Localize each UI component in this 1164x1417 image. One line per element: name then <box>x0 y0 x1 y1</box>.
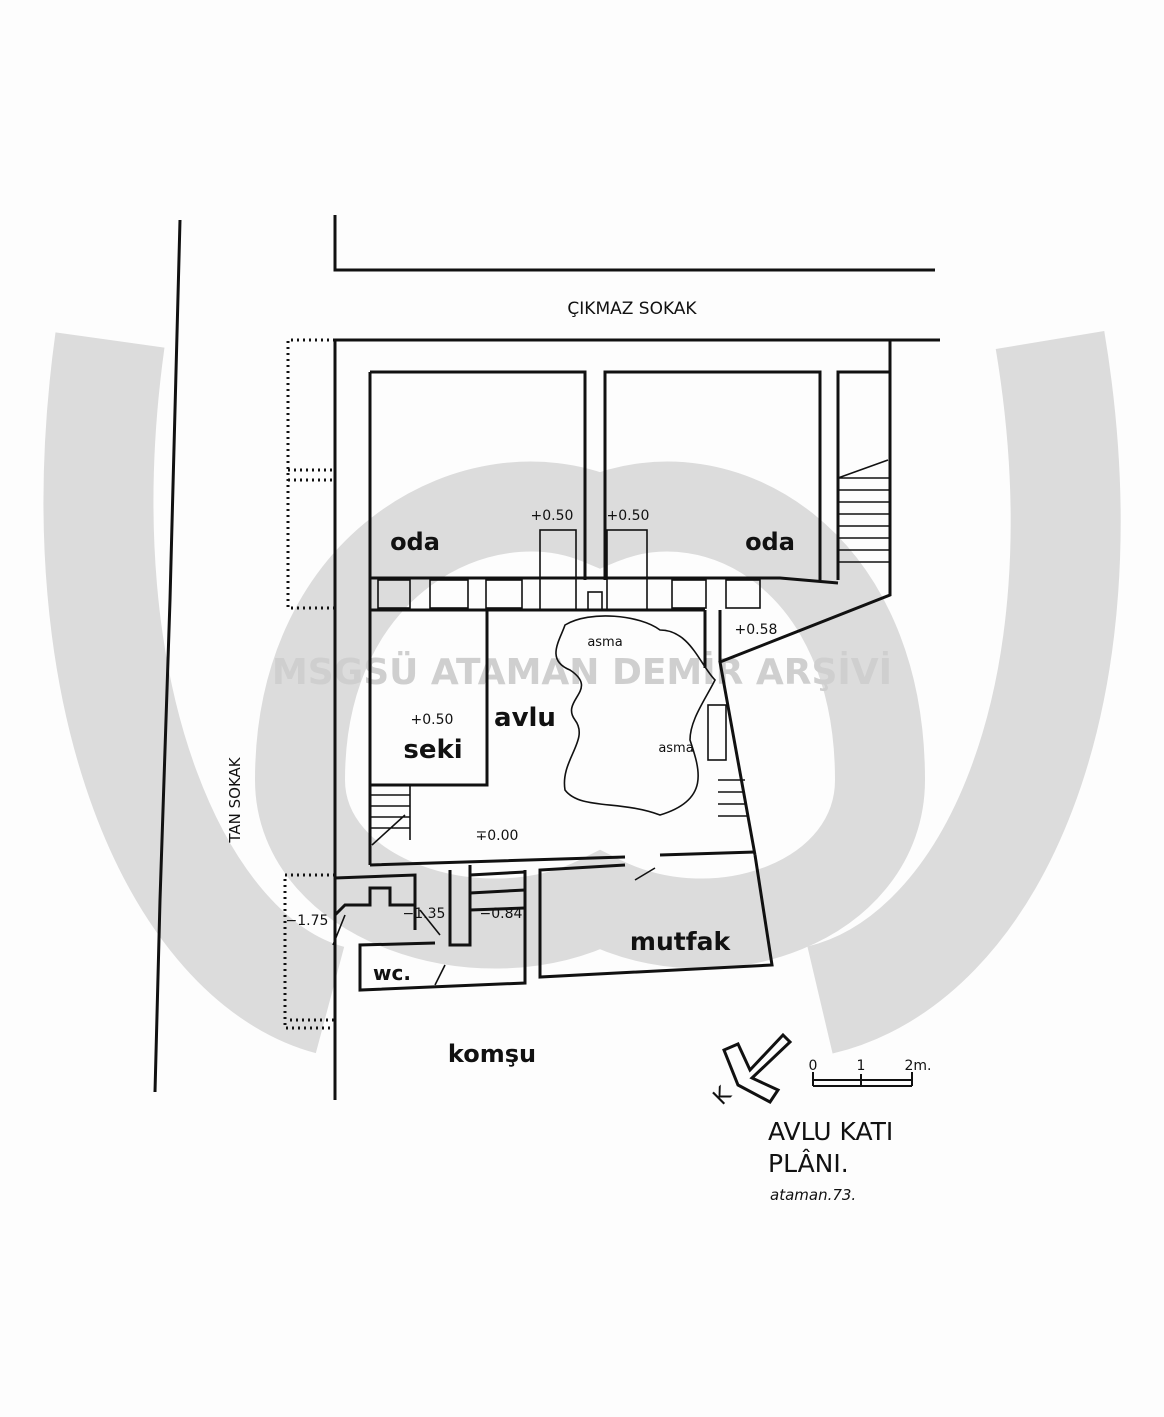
room-label-oda-left: oda <box>390 528 440 556</box>
room-label-komsu: komşu <box>448 1040 536 1068</box>
room-label-wc: wc. <box>373 961 411 985</box>
watermark-logo <box>43 330 1121 1054</box>
scale-bar <box>812 1072 913 1087</box>
vine-label-2: asma <box>658 741 693 756</box>
street-label-left: TAN SOKAK <box>226 756 244 843</box>
stairs <box>370 459 890 846</box>
room-label-mutfak: mutfak <box>630 927 732 956</box>
scale-tick-1: 1 <box>857 1058 866 1074</box>
room-label-seki: seki <box>403 735 462 765</box>
north-label: K <box>709 1082 737 1110</box>
signature: ataman.73. <box>770 1186 856 1204</box>
level-avlu: ∓0.00 <box>476 828 519 844</box>
tan-sokak-line <box>153 219 182 1093</box>
window-row <box>377 529 761 761</box>
level-left-lower: −1.75 <box>286 913 329 929</box>
cikmaz-sokak-line <box>333 215 935 272</box>
room-label-oda-right: oda <box>745 528 795 556</box>
scale-tick-0: 0 <box>809 1058 818 1074</box>
level-wc-passage: −1.35 <box>403 906 446 922</box>
level-oda-left: +0.50 <box>531 508 574 524</box>
level-landing: +0.58 <box>735 622 778 638</box>
level-oda-right: +0.50 <box>607 508 650 524</box>
vine-asma-outline <box>555 615 716 816</box>
street-label-top: ÇIKMAZ SOKAK <box>567 299 697 319</box>
plan-title-line1: AVLU KATI <box>768 1117 893 1146</box>
vine-label-1: asma <box>587 635 622 650</box>
plan-title-line2: PLÂNI. <box>768 1149 849 1178</box>
north-arrow-icon <box>722 1032 793 1104</box>
room-label-avlu: avlu <box>494 703 556 733</box>
level-stair-bottom: −0.84 <box>480 906 523 922</box>
scale-tick-2: 2m. <box>905 1058 932 1074</box>
walls <box>283 338 940 1100</box>
level-seki: +0.50 <box>411 712 454 728</box>
